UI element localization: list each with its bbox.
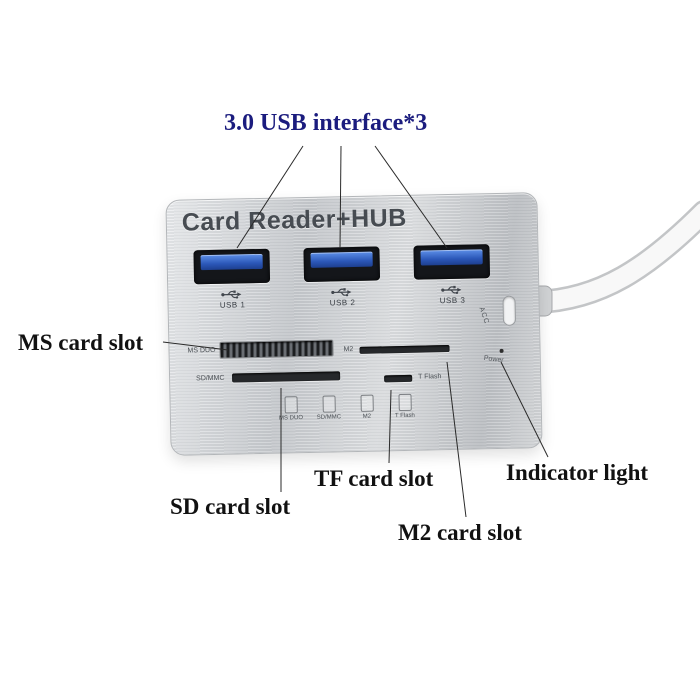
m2-card-slot-callout: M2 card slot — [398, 520, 522, 545]
usb-interface-callout: 3.0 USB interface*3 — [224, 110, 428, 136]
usb-trident-icon — [304, 284, 380, 304]
usb-trident-icon — [414, 282, 490, 302]
card-reader-hub-device: Card Reader+HUB — [165, 192, 543, 456]
ms-card-slot-callout: MS card slot — [18, 330, 144, 355]
usb-trident-icon — [194, 287, 270, 307]
sd-card-slot-callout: SD card slot — [170, 494, 291, 519]
tf-card-slot-callout: TF card slot — [314, 466, 434, 491]
indicator-light-callout: Indicator light — [506, 460, 649, 485]
